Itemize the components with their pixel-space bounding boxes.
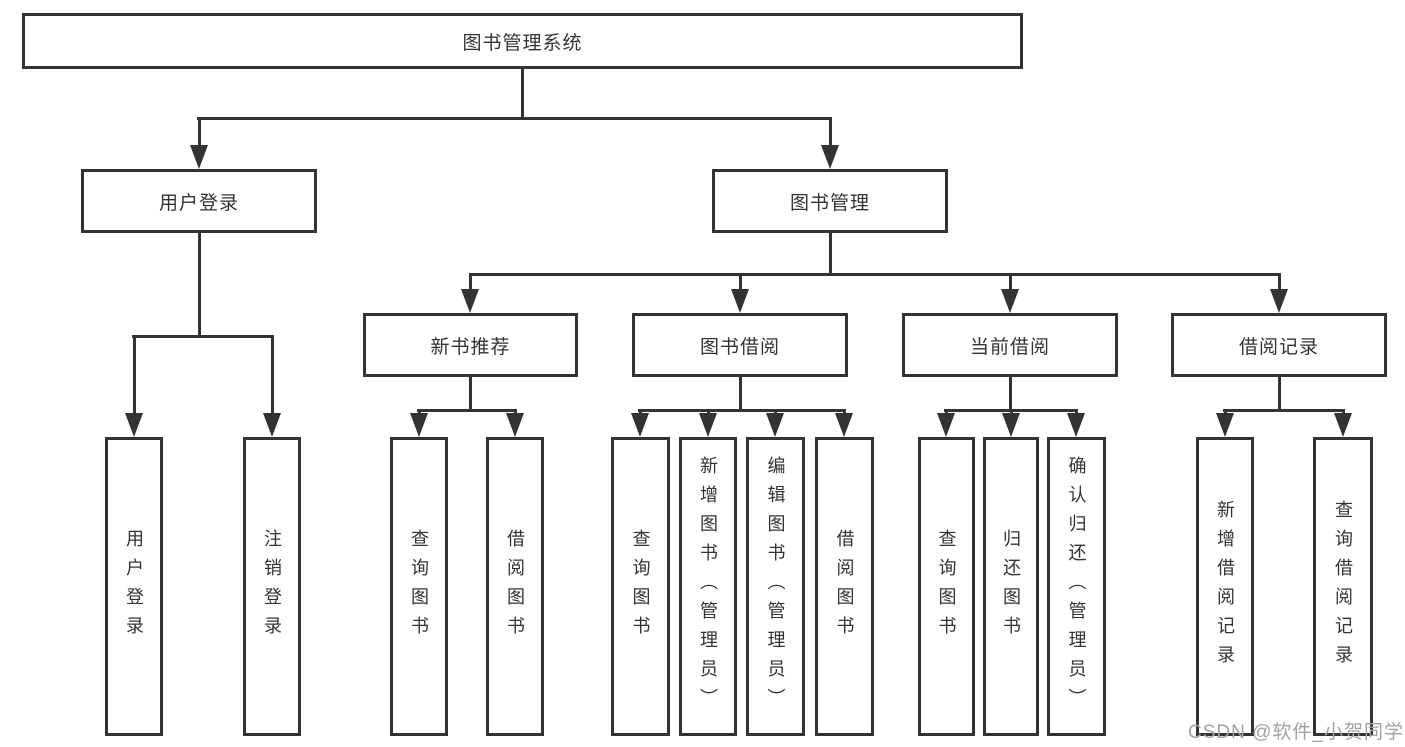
arrowhead-down-icon <box>410 413 428 437</box>
connector-line <box>707 409 710 413</box>
arrowhead-down-icon <box>190 145 208 169</box>
csdn-watermark: CSDN @软件_小贺同学 <box>1188 722 1404 743</box>
connector-line <box>1223 409 1344 412</box>
node-label: 编辑图书（管理员） <box>765 456 786 717</box>
leaf-user-login: 用户登录 <box>105 437 163 736</box>
connector-line <box>945 409 948 413</box>
connector-line <box>417 409 517 412</box>
connector-line <box>739 273 742 289</box>
node-label: 查询图书 <box>630 528 651 645</box>
arrowhead-down-icon <box>821 145 839 169</box>
connector-line <box>829 117 832 145</box>
leaf-add-borrow-record: 新增借阅记录 <box>1196 437 1254 736</box>
node-new-book-recommend: 新书推荐 <box>363 313 578 377</box>
node-label: 图书管理系统 <box>462 32 583 54</box>
arrowhead-down-icon <box>125 413 143 437</box>
leaf-add-books-admin: 新增图书（管理员） <box>679 437 737 736</box>
connector-line <box>133 335 136 413</box>
leaf-borrow-books: 借阅图书 <box>486 437 544 736</box>
node-label: 确认归还（管理员） <box>1066 456 1087 717</box>
connector-line <box>418 409 421 413</box>
leaf-edit-books-admin: 编辑图书（管理员） <box>746 437 805 736</box>
connector-line <box>1010 409 1013 413</box>
node-book-management: 图书管理 <box>712 169 948 233</box>
connector-line <box>514 409 517 413</box>
leaf-confirm-return-admin: 确认归还（管理员） <box>1047 437 1106 736</box>
connector-line <box>1278 377 1281 409</box>
arrowhead-down-icon <box>937 413 955 437</box>
node-label: 用户登录 <box>124 528 144 645</box>
node-label: 图书管理 <box>789 192 870 214</box>
node-label: 借阅图书 <box>505 528 525 645</box>
node-label: 新增图书（管理员） <box>698 456 718 717</box>
arrowhead-down-icon <box>731 289 749 313</box>
node-label: 借阅图书 <box>834 528 855 645</box>
connector-line <box>774 409 777 413</box>
connector-line <box>638 409 846 412</box>
node-book-borrow: 图书借阅 <box>632 313 848 377</box>
arrowhead-down-icon <box>699 413 717 437</box>
node-label: 注销登录 <box>262 528 282 645</box>
connector-line <box>469 273 472 289</box>
connector-line <box>198 117 201 145</box>
leaf-query-books: 查询图书 <box>918 437 975 736</box>
leaf-borrow-books: 借阅图书 <box>815 437 874 736</box>
connector-line <box>271 335 274 413</box>
node-label: 图书借阅 <box>699 336 780 358</box>
connector-line <box>1009 273 1012 289</box>
arrowhead-down-icon <box>1002 413 1020 437</box>
connector-line <box>1224 409 1227 413</box>
arrowhead-down-icon <box>835 413 853 437</box>
arrowhead-down-icon <box>1216 413 1234 437</box>
leaf-query-books: 查询图书 <box>390 437 448 736</box>
arrowhead-down-icon <box>1001 289 1019 313</box>
node-borrow-records: 借阅记录 <box>1171 313 1387 377</box>
connector-line <box>132 335 274 338</box>
connector-line <box>1342 409 1345 413</box>
node-label: 当前借阅 <box>969 336 1050 358</box>
arrowhead-down-icon <box>1270 289 1288 313</box>
leaf-return-books: 归还图书 <box>983 437 1039 736</box>
arrowhead-down-icon <box>1334 413 1352 437</box>
node-current-borrow: 当前借阅 <box>902 313 1118 377</box>
connector-line <box>739 377 742 409</box>
connector-line <box>1278 273 1281 289</box>
node-label: 用户登录 <box>158 192 239 214</box>
arrowhead-down-icon <box>1067 413 1085 437</box>
connector-line <box>198 233 201 335</box>
arrowhead-down-icon <box>263 413 281 437</box>
connector-line <box>197 117 832 120</box>
node-user-login: 用户登录 <box>81 169 317 233</box>
connector-line <box>469 377 472 409</box>
node-label: 归还图书 <box>1001 528 1021 645</box>
connector-line <box>469 273 1281 276</box>
connector-line <box>843 409 846 413</box>
leaf-query-books: 查询图书 <box>611 437 670 736</box>
arrowhead-down-icon <box>506 413 524 437</box>
connector-line <box>829 233 832 273</box>
arrowhead-down-icon <box>766 413 784 437</box>
connector-line <box>1009 377 1012 409</box>
node-label: 新书推荐 <box>430 336 511 358</box>
leaf-logout: 注销登录 <box>243 437 301 736</box>
node-label: 查询借阅记录 <box>1333 499 1353 674</box>
node-label: 新增借阅记录 <box>1215 499 1235 674</box>
node-label: 查询图书 <box>936 528 957 645</box>
connector-line <box>521 69 524 117</box>
arrowhead-down-icon <box>631 413 649 437</box>
node-label: 查询图书 <box>409 528 429 645</box>
arrowhead-down-icon <box>461 289 479 313</box>
leaf-query-borrow-record: 查询借阅记录 <box>1313 437 1373 736</box>
connector-line <box>639 409 642 413</box>
connector-line <box>1075 409 1078 413</box>
node-library-management-system: 图书管理系统 <box>22 13 1023 69</box>
node-label: 借阅记录 <box>1238 336 1319 358</box>
